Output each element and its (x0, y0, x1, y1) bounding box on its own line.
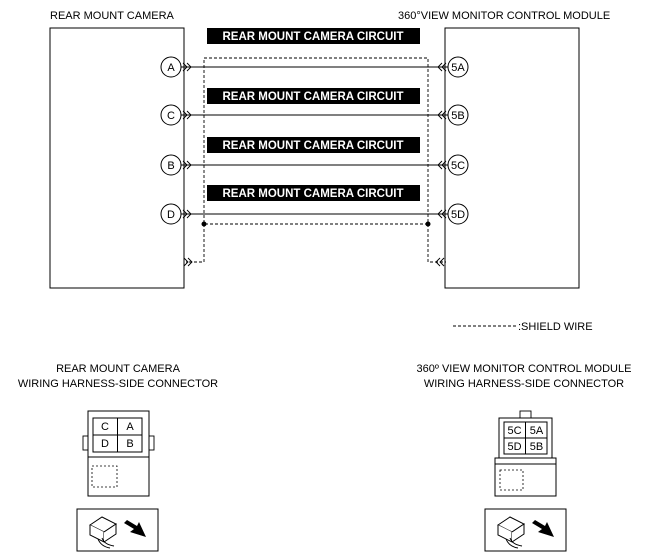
circuit-label: REAR MOUNT CAMERA CIRCUIT (222, 188, 403, 200)
right-connector-pin: 5A (530, 425, 544, 437)
left-connector-face: C A D B (82, 410, 155, 497)
left-module-box (49, 27, 185, 289)
circuit-label-bar (207, 185, 420, 201)
circuit-label: REAR MOUNT CAMERA CIRCUIT (222, 31, 403, 43)
left-connector-pin: C (101, 421, 109, 433)
circuit-2: REAR MOUNT CAMERA CIRCUIT C 5B (160, 88, 469, 126)
circuit-label-bar (207, 137, 420, 153)
right-connector-title-line1: 360º VIEW MONITOR CONTROL MODULE (417, 363, 632, 375)
shield-wire-connection-dots (201, 221, 431, 227)
right-view-direction-icon (484, 508, 567, 552)
pin-bubble (160, 203, 182, 225)
pin-label: A (167, 62, 175, 74)
right-module-title: 360°VIEW MONITOR CONTROL MODULE (398, 10, 610, 22)
left-module-title: REAR MOUNT CAMERA (50, 10, 175, 22)
left-connector-pin: A (126, 421, 134, 433)
pin-bubble (447, 56, 469, 78)
circuit-1: REAR MOUNT CAMERA CIRCUIT A 5A (160, 28, 469, 78)
left-view-direction-icon (76, 508, 159, 552)
shield-wire-legend-label: :SHIELD WIRE (518, 321, 593, 333)
pin-label: 5D (451, 209, 465, 221)
left-connector-title-line2: WIRING HARNESS-SIDE CONNECTOR (18, 378, 218, 390)
pin-bubble (160, 56, 182, 78)
right-connector-pin: 5C (507, 425, 521, 437)
pin-label: B (167, 160, 174, 172)
circuit-label-bar (207, 28, 420, 44)
pin-bubble (160, 154, 182, 176)
right-connector-pin: 5D (507, 441, 521, 453)
pin-label: D (167, 209, 175, 221)
pin-bubble (447, 203, 469, 225)
pin-bubble (447, 104, 469, 126)
pin-bubble (447, 154, 469, 176)
connector-chevron-icons (182, 62, 447, 267)
left-connector-pin: D (101, 438, 109, 450)
left-connector-title-line1: REAR MOUNT CAMERA (56, 363, 181, 375)
circuit-4: REAR MOUNT CAMERA CIRCUIT D 5D (160, 185, 469, 225)
pin-label: 5B (451, 110, 464, 122)
right-module-box (444, 27, 580, 289)
pin-label: C (167, 110, 175, 122)
right-connector-title-line2: WIRING HARNESS-SIDE CONNECTOR (424, 378, 624, 390)
right-connector-face: 5C 5A 5D 5B (494, 410, 557, 497)
left-connector-pin: B (126, 438, 133, 450)
pin-bubble (160, 104, 182, 126)
right-connector-pin: 5B (530, 441, 543, 453)
circuit-label-bar (207, 88, 420, 104)
pin-label: 5C (451, 160, 465, 172)
circuit-label: REAR MOUNT CAMERA CIRCUIT (222, 91, 403, 103)
circuit-3: REAR MOUNT CAMERA CIRCUIT B 5C (160, 137, 469, 176)
circuit-label: REAR MOUNT CAMERA CIRCUIT (222, 140, 403, 152)
pin-label: 5A (451, 62, 465, 74)
